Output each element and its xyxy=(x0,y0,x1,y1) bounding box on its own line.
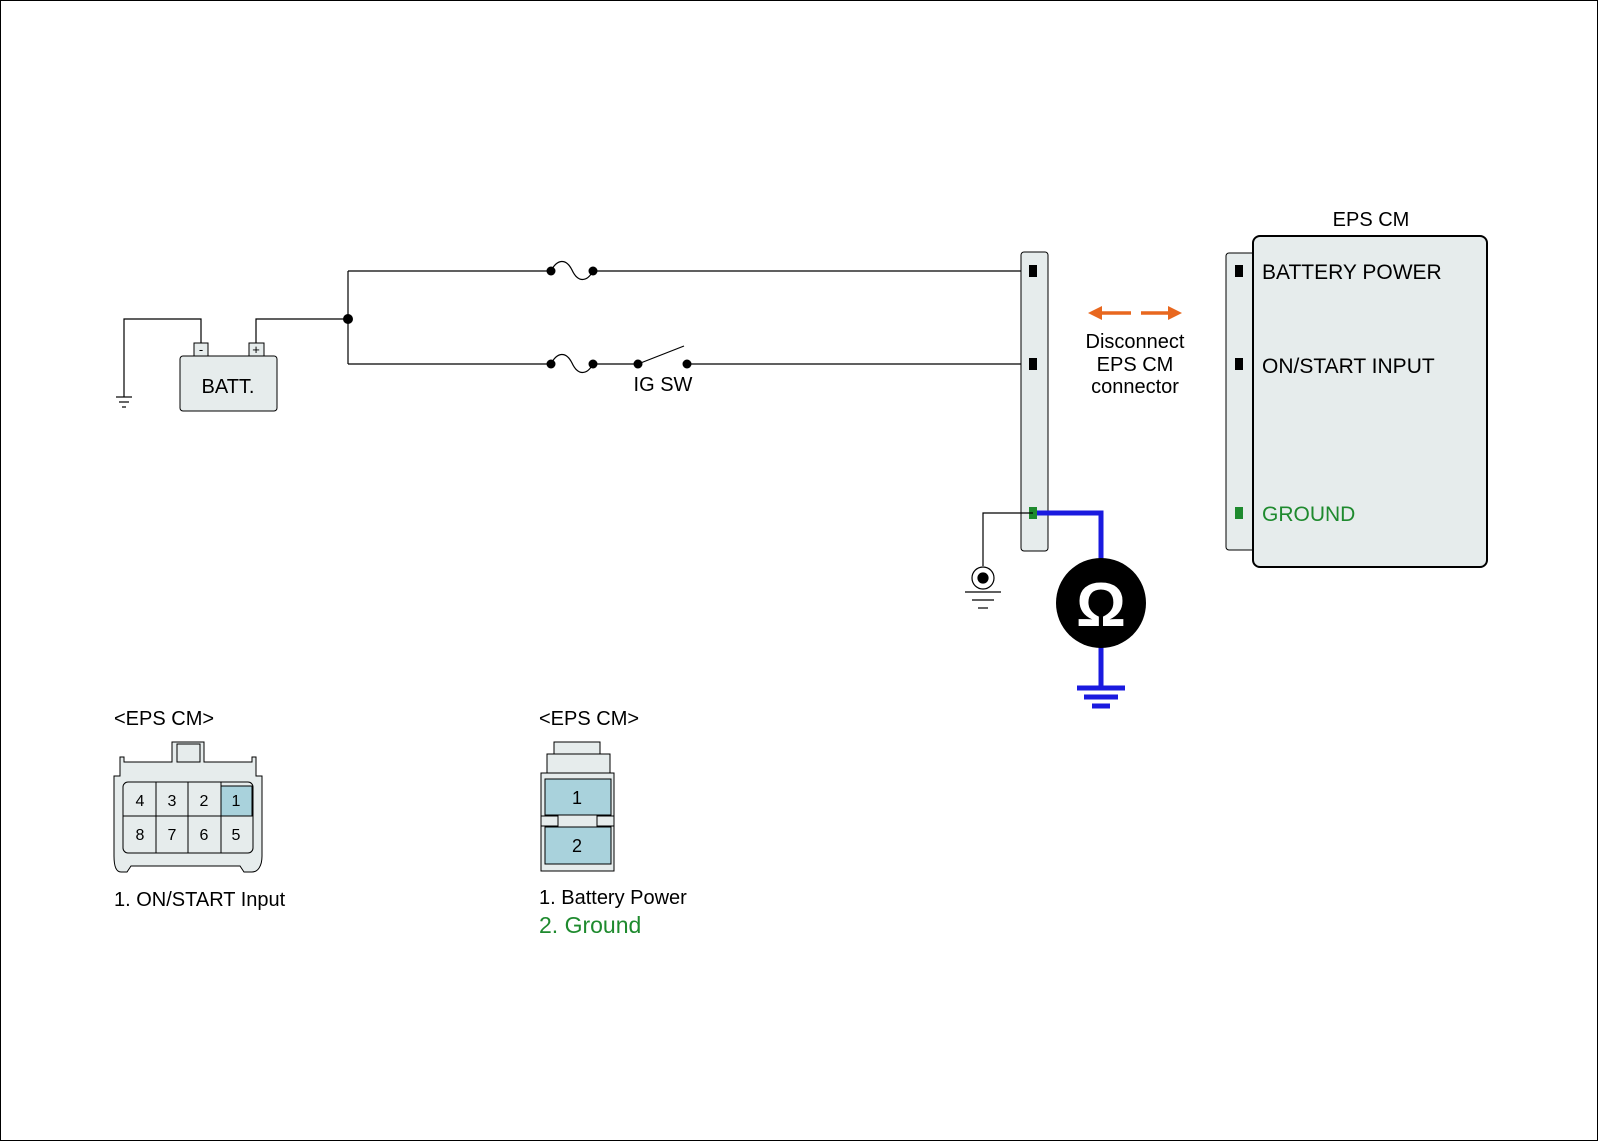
disconnect-arrows-icon xyxy=(1088,306,1182,320)
disconnect-note-line2: EPS CM xyxy=(1097,354,1174,376)
pin-1: 1 xyxy=(232,793,241,810)
connector-2pin-legend-2: 2. Ground xyxy=(539,912,641,938)
module-pin-ground: GROUND xyxy=(1262,503,1355,526)
ohm-symbol: Ω xyxy=(1076,571,1126,640)
pin-6: 6 xyxy=(200,827,209,844)
pin-3: 3 xyxy=(168,793,177,810)
eps-cm-module xyxy=(1225,235,1488,568)
pin-2: 2 xyxy=(200,793,209,810)
connector-2pin xyxy=(540,741,615,872)
junction-dots xyxy=(343,266,692,369)
battery-neg-label: - xyxy=(199,342,203,357)
module-title: EPS CM xyxy=(1333,209,1410,231)
battery-label: BATT. xyxy=(202,376,255,398)
battery-pos-label: + xyxy=(252,342,260,357)
disconnect-note-line1: Disconnect xyxy=(1086,331,1185,353)
module-pin-on-start-input: ON/START INPUT xyxy=(1262,355,1435,378)
pin-5: 5 xyxy=(232,827,241,844)
ig-switch-label: IG SW xyxy=(634,374,693,396)
disconnect-note-line3: connector xyxy=(1091,376,1179,398)
connector-2pin-legend-1: 1. Battery Power xyxy=(539,887,687,909)
pin-2p-1: 1 xyxy=(572,788,582,808)
battery: - + BATT. xyxy=(179,342,278,412)
battery-ground-wire xyxy=(116,318,202,408)
pin-7: 7 xyxy=(168,827,177,844)
body-ground-icon xyxy=(965,512,1033,609)
power-wiring xyxy=(255,260,1033,374)
pin-2p-2: 2 xyxy=(572,836,582,856)
connector-8pin xyxy=(113,741,263,873)
harness-connector xyxy=(1020,251,1049,552)
ohmmeter-icon: Ω xyxy=(1056,558,1146,648)
connector-2pin-title: <EPS CM> xyxy=(539,708,639,730)
connector-8pin-title: <EPS CM> xyxy=(114,708,214,730)
connector-8pin-legend: 1. ON/START Input xyxy=(114,889,286,911)
pin-8: 8 xyxy=(136,827,145,844)
module-pin-battery-power: BATTERY POWER xyxy=(1262,261,1442,284)
pin-4: 4 xyxy=(136,793,145,810)
